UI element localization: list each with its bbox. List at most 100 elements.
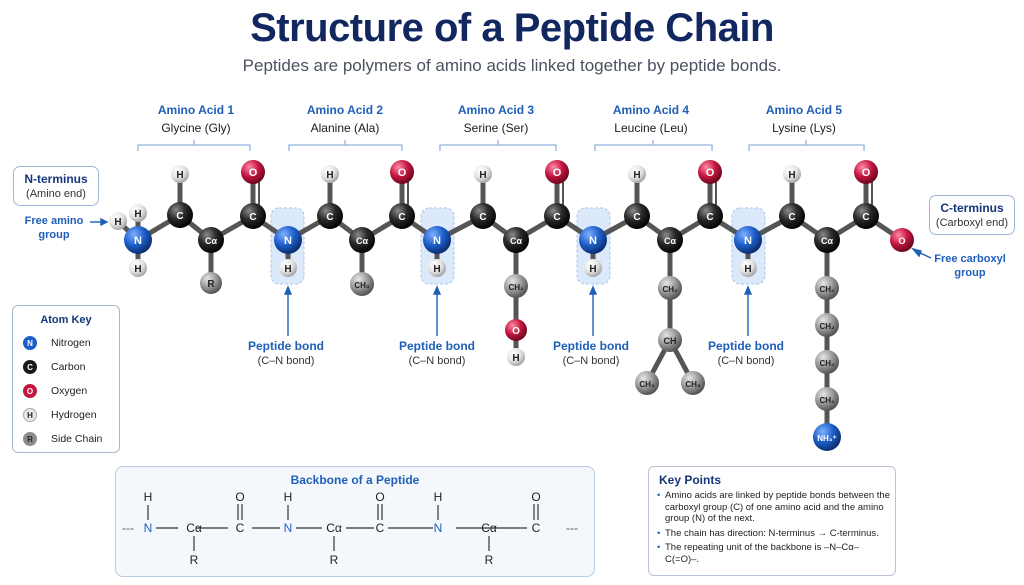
backbone-h: H bbox=[434, 490, 443, 504]
atoms: H H H N H C Cα R O C H N H C Cα CH₃ O C … bbox=[109, 160, 914, 451]
atom-c: C bbox=[176, 211, 183, 222]
amino-acid-4-label: Amino Acid 4 bbox=[612, 103, 690, 117]
page-subtitle: Peptides are polymers of amino acids lin… bbox=[242, 56, 782, 75]
key-point-item: The chain has direction: N-terminus → C-… bbox=[657, 528, 891, 540]
amino-acid-4-name: Leucine (Leu) bbox=[614, 121, 688, 135]
atom-o: O bbox=[512, 326, 520, 337]
amino-acid-3-label: Amino Acid 3 bbox=[457, 103, 535, 117]
atom-h: H bbox=[512, 353, 519, 364]
atom-key: Atom Key N Nitrogen C Carbon O Oxygen H … bbox=[12, 305, 120, 453]
atom-ch3: CH₃ bbox=[639, 380, 655, 389]
nitrogen-ball-icon: N bbox=[23, 336, 37, 350]
backbone-ca: Cα bbox=[481, 521, 497, 535]
backbone-structure-diagram: --- H N Cα R O C H N Cα R O C H N Cα R O… bbox=[122, 490, 578, 567]
atom-h: H bbox=[134, 209, 141, 220]
atom-ca: Cα bbox=[510, 236, 522, 246]
key-points-title: Key Points bbox=[659, 473, 722, 487]
key-point-item: The repeating unit of the backbone is –N… bbox=[657, 542, 891, 565]
atom-o: O bbox=[706, 167, 715, 179]
atom-o: O bbox=[862, 167, 871, 179]
backbone-n: N bbox=[434, 521, 443, 535]
backbone-panel: Backbone of a Peptide --- H N Cα R bbox=[115, 466, 595, 577]
atom-ch: CH bbox=[664, 336, 677, 346]
atom-c: C bbox=[706, 212, 713, 223]
peptide-bond-1-subtitle: (C–N bond) bbox=[257, 355, 315, 367]
atom-o: O bbox=[398, 167, 407, 179]
atom-key-label: Nitrogen bbox=[51, 337, 91, 349]
c-terminus-box: C-terminus (Carboxyl end) bbox=[929, 195, 1015, 235]
backbone-o: O bbox=[375, 490, 384, 504]
backbone-c: C bbox=[236, 521, 245, 535]
atom-c: C bbox=[788, 212, 795, 223]
backbone-r: R bbox=[330, 553, 339, 567]
n-terminus-subtitle: (Amino end) bbox=[26, 188, 86, 200]
atom-c: C bbox=[479, 212, 486, 223]
atom-h: H bbox=[114, 217, 121, 228]
peptide-molecule-diagram: H H H N H C Cα R O C H N H C Cα CH₃ O C … bbox=[90, 140, 932, 451]
amino-acid-2-name: Alanine (Ala) bbox=[310, 121, 380, 135]
backbone-r: R bbox=[190, 553, 199, 567]
atom-h: H bbox=[326, 170, 333, 181]
atom-n: N bbox=[744, 235, 752, 247]
amino-acid-5-name: Lysine (Lys) bbox=[772, 121, 836, 135]
oxygen-ball-icon: O bbox=[23, 384, 37, 398]
peptide-bond-2-title: Peptide bond bbox=[399, 339, 475, 353]
hydrogen-ball-icon: H bbox=[23, 408, 37, 422]
backbone-bonds bbox=[147, 504, 539, 551]
atom-o: O bbox=[249, 167, 258, 179]
atom-key-label: Carbon bbox=[51, 361, 86, 373]
atom-nh3: NH₃⁺ bbox=[817, 434, 836, 443]
peptide-bond-4-subtitle: (C–N bond) bbox=[717, 355, 775, 367]
backbone-title: Backbone of a Peptide bbox=[290, 473, 420, 487]
carbon-ball-icon: C bbox=[23, 360, 37, 374]
n-terminus-box: N-terminus (Amino end) bbox=[13, 166, 99, 206]
atom-key-label: Oxygen bbox=[51, 385, 88, 397]
backbone-ca: Cα bbox=[186, 521, 202, 535]
peptide-bond-1-title: Peptide bond bbox=[248, 339, 324, 353]
peptide-bond-3-subtitle: (C–N bond) bbox=[562, 355, 620, 367]
atom-ch2: CH₂ bbox=[819, 322, 835, 331]
backbone-dash-right: --- bbox=[566, 521, 578, 535]
atom-c: C bbox=[326, 212, 333, 223]
annotation-arrows bbox=[90, 217, 932, 336]
atom-ch2: CH₂ bbox=[819, 285, 835, 294]
peptide-bond-4-title: Peptide bond bbox=[708, 339, 784, 353]
n-terminus-title: N-terminus bbox=[24, 172, 88, 186]
atom-key-title: Atom Key bbox=[40, 314, 92, 326]
atom-h: H bbox=[134, 264, 141, 275]
atom-ch3: CH₃ bbox=[354, 281, 370, 290]
atom-h: H bbox=[176, 170, 183, 181]
backbone-o: O bbox=[235, 490, 244, 504]
peptide-bond-3-title: Peptide bond bbox=[553, 339, 629, 353]
atom-c: C bbox=[862, 212, 869, 223]
atom-key-row-nitrogen: N Nitrogen bbox=[23, 334, 91, 352]
c-terminus-title: C-terminus bbox=[940, 201, 1004, 215]
atom-ca: Cα bbox=[821, 236, 833, 246]
backbone-h: H bbox=[144, 490, 153, 504]
amino-acid-brackets bbox=[137, 140, 865, 151]
page-title: Structure of a Peptide Chain bbox=[250, 6, 774, 50]
side-chain-ball-icon: R bbox=[23, 432, 37, 446]
atom-ch2: CH₂ bbox=[508, 283, 524, 292]
atom-c: C bbox=[398, 212, 405, 223]
backbone-c: C bbox=[532, 521, 541, 535]
atom-h: H bbox=[788, 170, 795, 181]
amino-acid-5-label: Amino Acid 5 bbox=[765, 103, 843, 117]
atom-key-row-hydrogen: H Hydrogen bbox=[23, 406, 97, 424]
atom-ch2: CH₂ bbox=[819, 396, 835, 405]
backbone-o: O bbox=[531, 490, 540, 504]
atom-c: C bbox=[249, 212, 256, 223]
backbone-h: H bbox=[284, 490, 293, 504]
atom-n: N bbox=[433, 235, 441, 247]
atom-ca: Cα bbox=[356, 236, 368, 246]
atom-h: H bbox=[744, 264, 751, 275]
backbone-atoms: --- H N Cα R O C H N Cα R O C H N Cα R O… bbox=[122, 490, 578, 567]
atom-h: H bbox=[589, 264, 596, 275]
atom-h: H bbox=[479, 170, 486, 181]
atom-c: C bbox=[633, 212, 640, 223]
backbone-n: N bbox=[284, 521, 293, 535]
key-points-list: Amino acids are linked by peptide bonds … bbox=[657, 490, 891, 568]
atom-h: H bbox=[633, 170, 640, 181]
backbone-r: R bbox=[485, 553, 494, 567]
amino-acid-2-label: Amino Acid 2 bbox=[306, 103, 384, 117]
